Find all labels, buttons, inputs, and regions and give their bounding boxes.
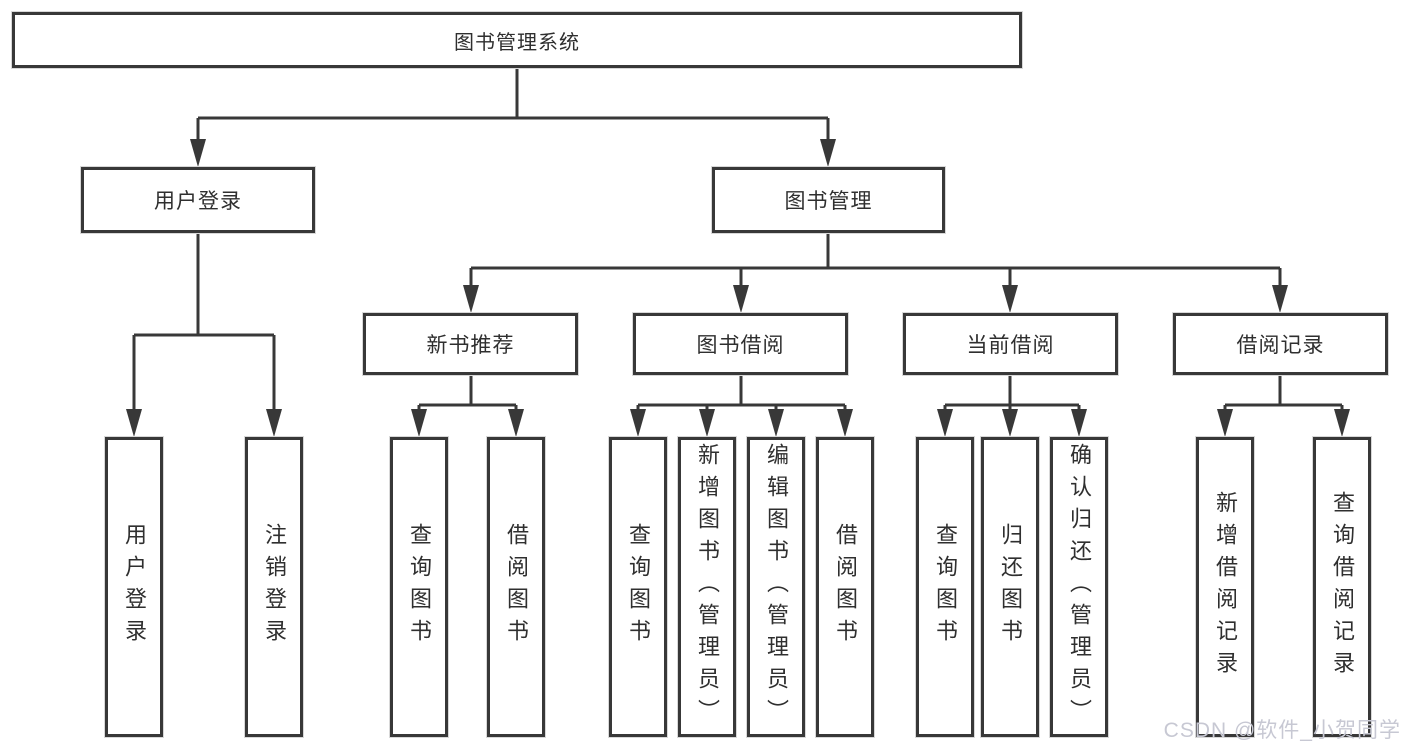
node-new-book-recommendation: 新书推荐: [363, 313, 578, 375]
leaf-return-books: 归还图书: [981, 437, 1039, 737]
watermark-text: CSDN @软件_小贺同学: [1163, 719, 1401, 742]
leaf-borrow-books-recommend: 借阅图书: [487, 437, 545, 737]
node-library-management-system: 图书管理系统: [12, 12, 1022, 68]
node-borrowing-records: 借阅记录: [1173, 313, 1388, 375]
leaf-query-borrow-record: 查询借阅记录: [1313, 437, 1371, 737]
node-current-borrowing: 当前借阅: [903, 313, 1118, 375]
leaf-query-books-recommend: 查询图书: [390, 437, 448, 737]
leaf-edit-books-admin: 编辑图书（管理员）: [747, 437, 805, 737]
leaf-user-login: 用户登录: [105, 437, 163, 737]
node-book-management: 图书管理: [712, 167, 945, 233]
leaf-confirm-return-admin: 确认归还（管理员）: [1050, 437, 1108, 737]
leaf-query-books-current: 查询图书: [916, 437, 974, 737]
leaf-add-borrow-record: 新增借阅记录: [1196, 437, 1254, 737]
node-book-borrowing: 图书借阅: [633, 313, 848, 375]
leaf-borrow-books: 借阅图书: [816, 437, 874, 737]
node-user-login: 用户登录: [81, 167, 315, 233]
leaf-add-books-admin: 新增图书（管理员）: [678, 437, 736, 737]
leaf-logout: 注销登录: [245, 437, 303, 737]
leaf-query-books-borrow: 查询图书: [609, 437, 667, 737]
